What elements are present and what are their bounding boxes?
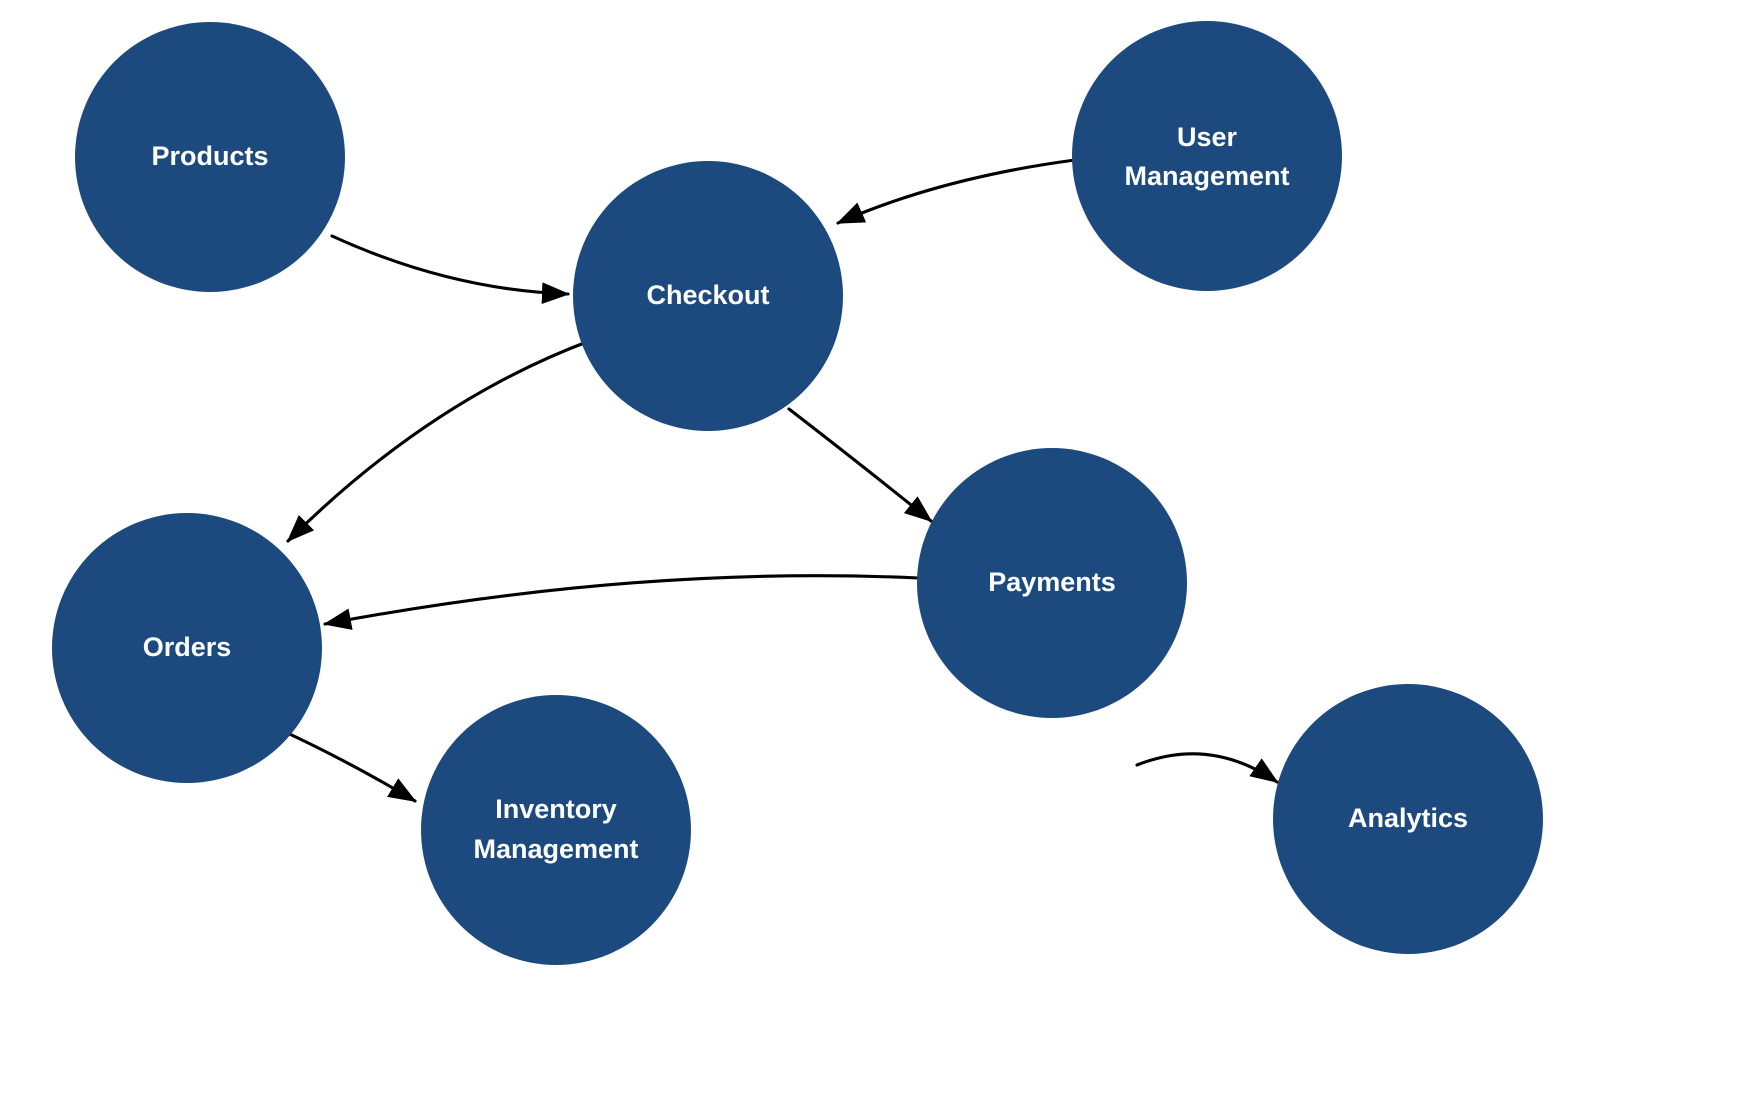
edge-checkout-to-orders[interactable] [286, 338, 594, 543]
edge-products-to-checkout[interactable] [330, 234, 570, 304]
node-user-management-circle[interactable] [1072, 21, 1342, 291]
node-checkout-circle[interactable] [573, 161, 843, 431]
edge-orders-to-inventory-management[interactable] [279, 728, 417, 803]
node-user-management[interactable]: User Management [1072, 21, 1342, 291]
node-orders-circle[interactable] [52, 513, 322, 783]
node-products-circle[interactable] [75, 22, 345, 292]
node-payments-circle[interactable] [917, 448, 1187, 718]
node-inventory-management-circle[interactable] [421, 695, 691, 965]
edge-payments-to-analytics[interactable] [1135, 752, 1279, 784]
node-layer: Products User Management Checkout Orders… [52, 21, 1543, 965]
node-orders[interactable]: Orders [52, 513, 322, 783]
node-inventory-management[interactable]: Inventory Management [421, 695, 691, 965]
edge-user-management-to-checkout[interactable] [836, 158, 1077, 225]
node-payments[interactable]: Payments [917, 448, 1187, 718]
node-products[interactable]: Products [75, 22, 345, 292]
node-analytics[interactable]: Analytics [1273, 684, 1543, 954]
node-checkout[interactable]: Checkout [573, 161, 843, 431]
node-analytics-circle[interactable] [1273, 684, 1543, 954]
edge-payments-to-orders[interactable] [323, 574, 920, 630]
edge-layer [279, 158, 1279, 803]
edge-checkout-to-payments[interactable] [787, 407, 933, 523]
